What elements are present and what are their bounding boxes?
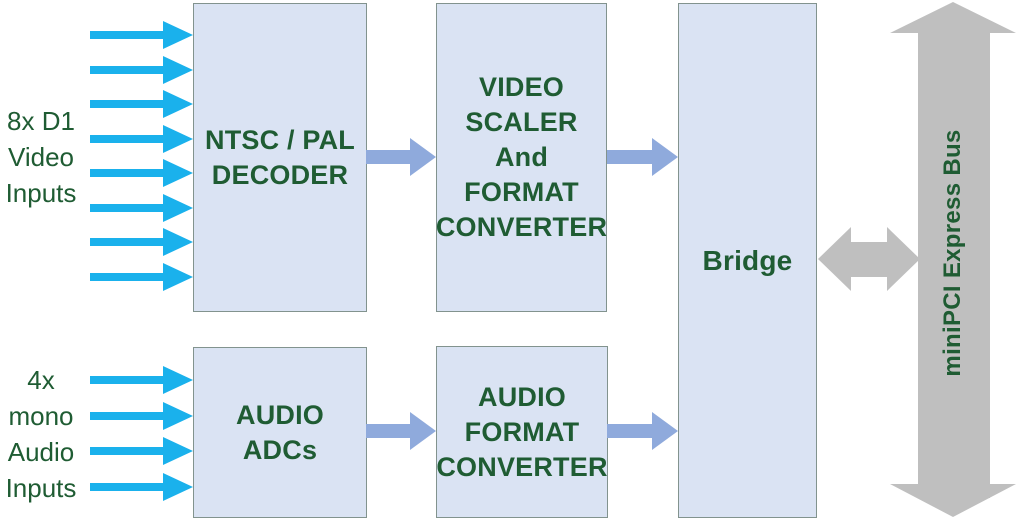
video-input-arrows <box>90 21 193 291</box>
bus-arrow-head-down-icon <box>890 484 1016 517</box>
block-bridge-label: Bridge <box>702 245 793 276</box>
arrow-shaft <box>90 238 165 247</box>
bidirectional-arrow-bridge-to-bus <box>818 227 920 292</box>
arrow-head-icon <box>410 138 436 176</box>
audio-input-arrow <box>90 401 193 430</box>
arrow-shaft <box>90 134 165 143</box>
arrow-head-icon <box>163 90 193 119</box>
video-input-arrow <box>90 90 193 119</box>
block-ntsc-pal-decoder-label: NTSC / PAL DECODER <box>205 124 355 190</box>
block-audio-adcs: AUDIO ADCs <box>193 347 367 518</box>
arrow-head-icon <box>163 437 193 466</box>
arrow-shaft <box>90 272 165 281</box>
arrow-head-icon <box>652 412 678 450</box>
block-video-scaler-format-converter: VIDEO SCALER And FORMAT CONVERTER <box>436 3 607 312</box>
block-audio-format-converter: AUDIO FORMAT CONVERTER <box>436 346 608 518</box>
arrow-shaft <box>849 242 889 277</box>
video-inputs-label: 8x D1 Video Inputs <box>5 106 77 208</box>
arrow-shaft <box>607 424 652 438</box>
video-input-arrow <box>90 159 193 188</box>
arrow-head-icon <box>163 55 193 84</box>
video-input-arrow <box>90 193 193 222</box>
arrow-shaft <box>366 150 411 164</box>
video-input-arrow <box>90 262 193 291</box>
audio-input-arrow <box>90 366 193 394</box>
arrow-head-icon <box>410 412 436 450</box>
arrow-head-right-icon <box>887 227 920 291</box>
audio-input-arrows <box>90 366 193 501</box>
block-audio-format-converter-label: AUDIO FORMAT CONVERTER <box>436 381 608 482</box>
flow-arrow-audio-format-to-bridge <box>607 412 678 450</box>
arrow-head-icon <box>163 262 193 291</box>
audio-input-arrow <box>90 472 193 501</box>
video-input-arrow <box>90 124 193 153</box>
arrow-head-icon <box>163 193 193 222</box>
arrow-shaft <box>90 411 165 420</box>
arrow-shaft <box>90 203 165 212</box>
arrow-head-icon <box>163 228 193 257</box>
arrow-head-icon <box>163 472 193 501</box>
bus-label: miniPCI Express Bus <box>939 129 966 377</box>
arrow-shaft <box>366 424 411 438</box>
flow-arrow-adcs-to-audio-format <box>366 412 436 450</box>
arrow-shaft <box>90 482 165 491</box>
arrow-shaft <box>90 65 165 74</box>
arrow-shaft <box>90 31 165 39</box>
video-input-arrow <box>90 55 193 84</box>
arrow-shaft <box>90 100 165 109</box>
arrow-head-left-icon <box>818 227 851 291</box>
arrow-shaft <box>90 376 165 384</box>
arrow-head-icon <box>163 159 193 188</box>
video-input-arrow <box>90 21 193 49</box>
arrow-head-icon <box>652 138 678 176</box>
block-audio-adcs-label: AUDIO ADCs <box>236 399 324 465</box>
arrow-head-icon <box>163 21 193 49</box>
flow-arrow-decoder-to-scaler <box>366 138 436 176</box>
video-input-arrow <box>90 228 193 257</box>
arrow-shaft <box>90 169 165 178</box>
arrow-shaft <box>607 150 652 164</box>
audio-inputs-label: 4x mono Audio Inputs <box>5 365 77 503</box>
arrow-head-icon <box>163 124 193 153</box>
bus-arrow-shaft <box>918 22 990 498</box>
audio-input-arrow <box>90 437 193 466</box>
block-ntsc-pal-decoder: NTSC / PAL DECODER <box>193 3 367 312</box>
arrow-head-icon <box>163 401 193 430</box>
block-bridge: Bridge <box>678 3 817 518</box>
block-video-scaler-format-converter-label: VIDEO SCALER And FORMAT CONVERTER <box>435 72 608 242</box>
arrow-head-icon <box>163 366 193 394</box>
flow-arrow-scaler-to-bridge <box>607 138 678 176</box>
arrow-shaft <box>90 447 165 456</box>
